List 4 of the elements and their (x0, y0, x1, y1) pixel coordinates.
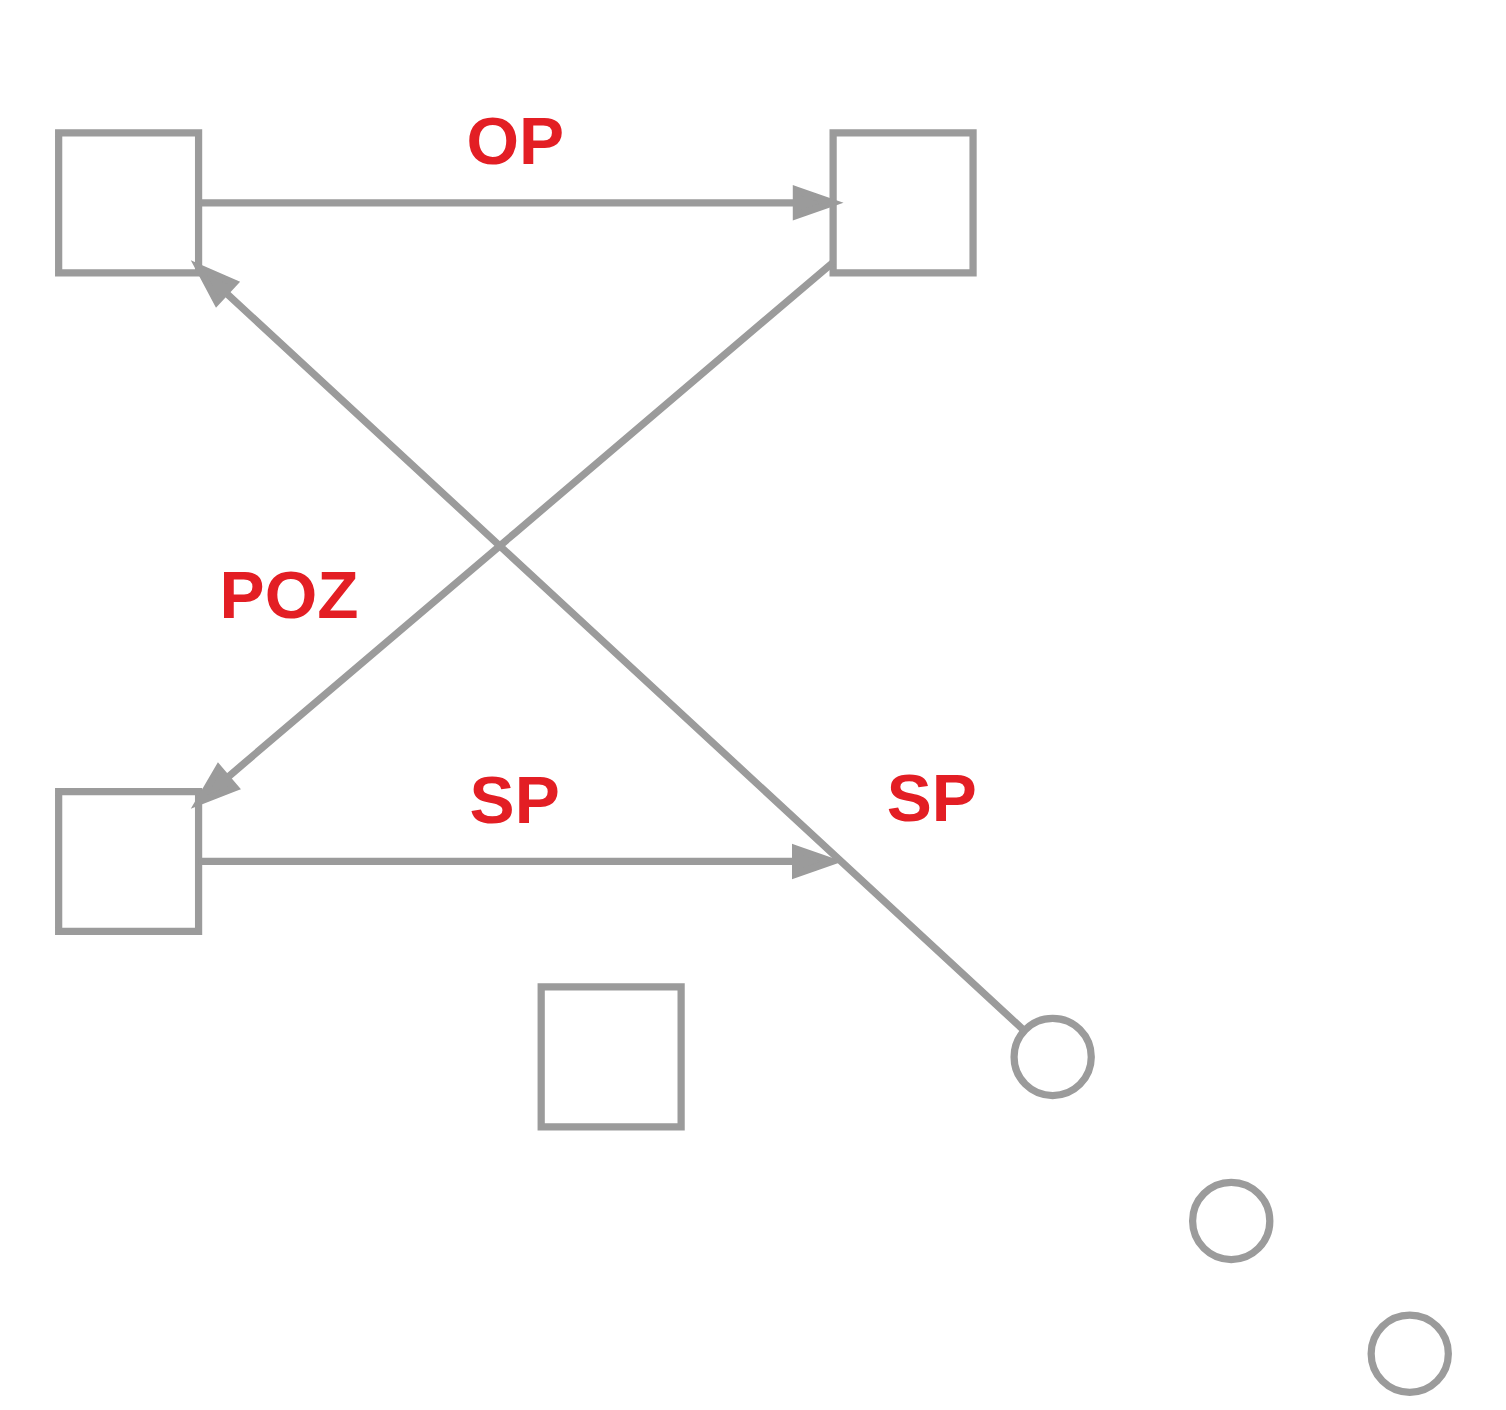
edge-label: POZ (219, 557, 358, 633)
edge-label: SP (886, 760, 977, 836)
edge-label: OP (465, 102, 564, 178)
edge-label: SP (469, 761, 560, 837)
